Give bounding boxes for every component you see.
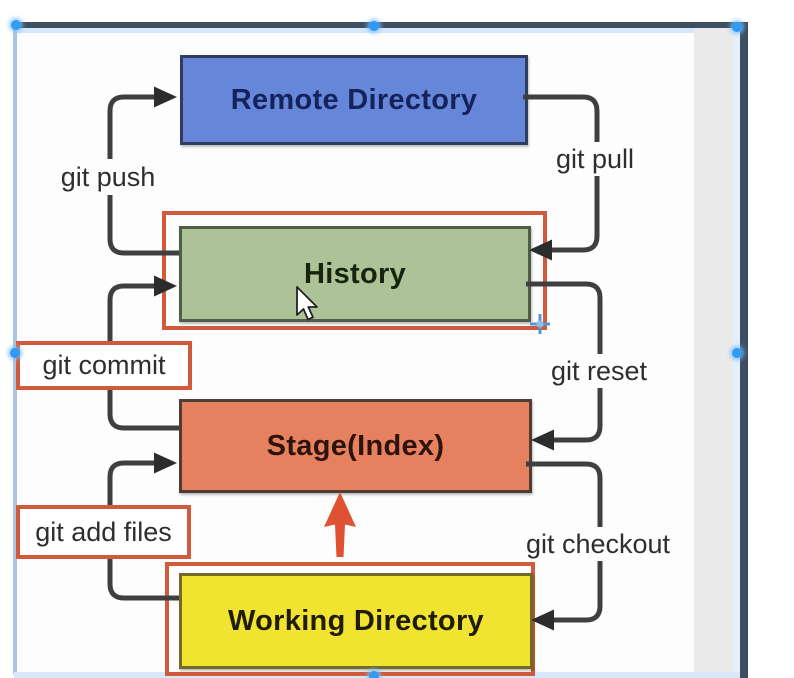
git-pull-arrowhead (529, 239, 552, 261)
git-pull-text: git pull (555, 143, 635, 174)
node-remote-directory-label: Remote Directory (230, 83, 478, 116)
highlight-outline-working-directory (165, 562, 535, 676)
node-working-directory-label: Working Directory (228, 604, 484, 637)
git-commit-arrowhead (154, 275, 177, 297)
selection-border-top (14, 22, 748, 28)
git-reset-arrowhead (531, 429, 554, 451)
git-checkout-text: git checkout (525, 528, 671, 559)
selection-handle-top-middle[interactable] (369, 21, 379, 31)
selection-handle-top-left[interactable] (11, 20, 21, 30)
edge-label-git-add-files[interactable]: git add files (16, 505, 191, 559)
mouse-cursor (296, 286, 318, 321)
node-stage-index[interactable]: Stage(Index) (179, 399, 532, 493)
git-commit-text: git commit (42, 350, 166, 380)
red-up-arrow[interactable] (324, 492, 356, 557)
selection-handle-top-right[interactable] (732, 22, 742, 32)
highlight-outline-history (162, 211, 547, 330)
panel-right-gutter (694, 28, 733, 673)
git-push-text: git push (60, 161, 156, 192)
edge-label-git-reset[interactable]: git reset (540, 354, 658, 388)
edge-label-git-pull[interactable]: git pull (543, 142, 647, 176)
git-reset-text: git reset (550, 355, 648, 386)
git-add-files-text: git add files (35, 516, 172, 547)
selection-handle-bottom-middle[interactable] (369, 671, 379, 678)
crosshair-handle-icon[interactable] (530, 314, 550, 334)
git-checkout-arrowhead (531, 609, 554, 631)
node-history-label: History (303, 257, 406, 290)
node-remote-directory[interactable]: Remote Directory (180, 55, 528, 145)
node-history[interactable]: History (179, 226, 531, 322)
node-working-directory[interactable]: Working Directory (179, 573, 533, 669)
git-add-arrowhead (154, 452, 177, 474)
edge-label-git-checkout[interactable]: git checkout (509, 527, 687, 561)
selection-handle-right-middle[interactable] (732, 348, 742, 358)
selection-border-right (740, 24, 748, 678)
node-stage-index-label: Stage(Index) (266, 429, 445, 462)
selection-handle-left-middle[interactable] (10, 348, 20, 358)
git-push-arrowhead (154, 86, 177, 108)
edge-label-git-push[interactable]: git push (48, 159, 168, 195)
edge-label-git-commit[interactable]: git commit (16, 341, 192, 390)
